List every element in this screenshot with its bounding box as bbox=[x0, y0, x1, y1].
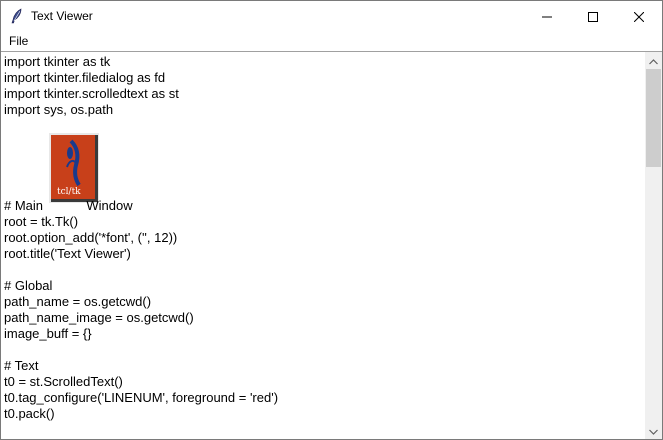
code-line: import tkinter as tk bbox=[4, 54, 111, 69]
tcl-tk-image: tcl/tk bbox=[49, 133, 99, 203]
code-line: import tkinter.filedialog as fd bbox=[4, 70, 166, 85]
menu-divider bbox=[1, 51, 662, 52]
code-line: path_name = os.getcwd() bbox=[4, 294, 152, 309]
menu-bar: File bbox=[1, 32, 662, 51]
code-line: image_buff = {} bbox=[4, 326, 92, 341]
code-line: import tkinter.scrolledtext as st bbox=[4, 86, 179, 101]
chevron-up-icon bbox=[649, 52, 658, 70]
scroll-thumb[interactable] bbox=[646, 69, 661, 167]
code-line: # Global bbox=[4, 278, 53, 293]
code-line: # Text bbox=[4, 358, 39, 373]
code-line: root.option_add('*font', ('', 12)) bbox=[4, 230, 178, 245]
feather-icon bbox=[9, 8, 25, 24]
code-line: t0.tag_configure('LINENUM', foreground =… bbox=[4, 390, 279, 405]
scroll-down-button[interactable] bbox=[645, 422, 662, 439]
minimize-button[interactable] bbox=[524, 1, 570, 32]
close-button[interactable] bbox=[616, 1, 662, 32]
code-line: import sys, os.path bbox=[4, 102, 114, 117]
scroll-up-button[interactable] bbox=[645, 52, 662, 69]
maximize-button[interactable] bbox=[570, 1, 616, 32]
code-line: t0.pack() bbox=[4, 406, 55, 421]
menu-file[interactable]: File bbox=[9, 34, 29, 48]
window-title: Text Viewer bbox=[31, 9, 93, 23]
maximize-icon bbox=[588, 11, 598, 22]
vertical-scrollbar[interactable] bbox=[645, 52, 662, 439]
tcl-tk-label: tcl/tk bbox=[57, 187, 81, 197]
minimize-icon bbox=[542, 12, 552, 22]
chevron-down-icon bbox=[649, 422, 658, 440]
close-icon bbox=[634, 11, 644, 22]
code-line: # Main Window bbox=[4, 198, 133, 213]
code-line: root.title('Text Viewer') bbox=[4, 246, 131, 261]
code-line: path_name_image = os.getcwd() bbox=[4, 310, 194, 325]
code-line: root = tk.Tk() bbox=[4, 214, 79, 229]
code-line: t0 = st.ScrolledText() bbox=[4, 374, 123, 389]
title-bar[interactable]: Text Viewer bbox=[1, 1, 662, 32]
